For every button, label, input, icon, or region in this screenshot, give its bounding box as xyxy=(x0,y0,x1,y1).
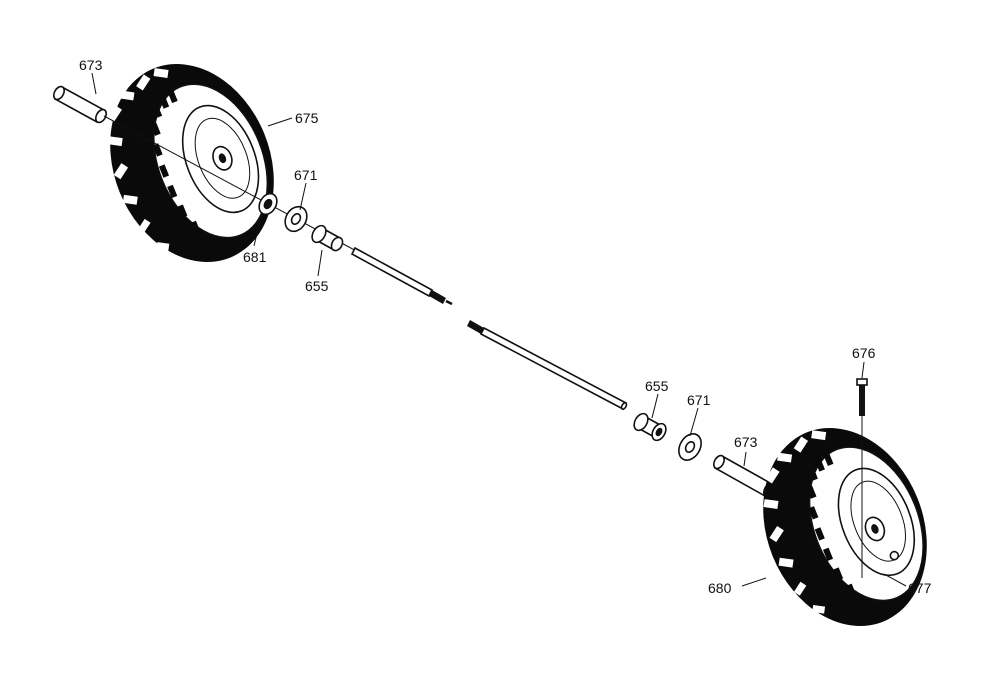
label-675: 675 xyxy=(295,110,319,126)
label-671-left: 671 xyxy=(294,167,318,183)
label-673-right: 673 xyxy=(734,434,758,450)
leader-lines xyxy=(91,72,907,587)
tire-right-icon xyxy=(763,428,927,626)
label-673-left: 673 xyxy=(79,57,103,73)
axle-shaft-left xyxy=(350,246,453,306)
label-671-right: 671 xyxy=(687,392,711,408)
bolt xyxy=(856,378,868,578)
wheel-right xyxy=(763,428,927,626)
label-681: 681 xyxy=(243,249,267,265)
label-677: 677 xyxy=(908,580,932,596)
label-655-left: 655 xyxy=(305,278,329,294)
washer-right xyxy=(678,433,702,461)
bushing-right xyxy=(633,412,667,442)
spacer-left xyxy=(258,192,278,216)
axle-sleeve-left xyxy=(52,85,108,124)
bushing-left xyxy=(311,224,344,252)
axle-shaft-right xyxy=(467,320,628,411)
label-655-right: 655 xyxy=(645,378,669,394)
label-676: 676 xyxy=(852,345,876,361)
washer-left xyxy=(284,205,308,233)
label-680: 680 xyxy=(708,580,732,596)
